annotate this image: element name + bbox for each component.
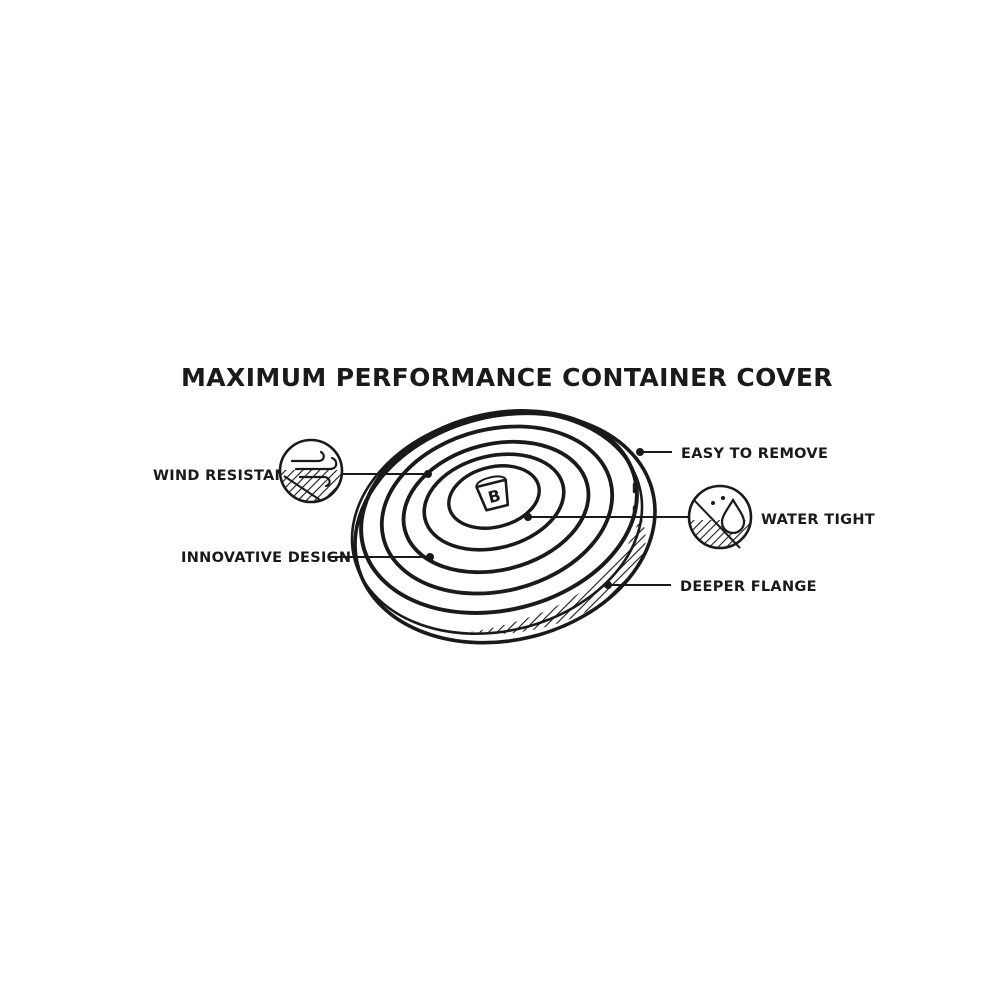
bucket-logo-icon: B	[475, 475, 510, 512]
water-drop-icon	[687, 484, 753, 550]
lid-ring-3	[401, 439, 591, 575]
lid-ring-1	[359, 409, 639, 615]
callout-label-easy-to-remove: EASY TO REMOVE	[681, 446, 828, 462]
diagram-title: MAXIMUM PERFORMANCE CONTAINER COVER	[181, 363, 833, 392]
callout-water-tight: WATER TIGHT	[524, 484, 875, 550]
lid-ring-5	[447, 464, 541, 530]
container-lid	[350, 409, 657, 645]
callout-label-water-tight: WATER TIGHT	[761, 512, 875, 528]
callout-label-innovative-design: INNOVATIVE DESIGN	[181, 550, 351, 566]
callout-wind-resistant: WIND RESISTANT	[153, 438, 432, 504]
callout-label-deeper-flange: DEEPER FLANGE	[680, 579, 817, 595]
svg-text:B: B	[486, 486, 502, 507]
leader-dot-wind-resistant	[424, 470, 432, 478]
callout-deeper-flange: DEEPER FLANGE	[604, 579, 817, 595]
leader-dot-innovative-design	[426, 553, 434, 561]
callout-easy-to-remove: EASY TO REMOVE	[636, 446, 828, 462]
callout-label-wind-resistant: WIND RESISTANT	[153, 468, 297, 484]
callout-innovative-design: INNOVATIVE DESIGN	[181, 550, 434, 566]
flange-hatching	[470, 515, 646, 635]
lid-ring-2	[379, 424, 615, 596]
wind-icon	[278, 438, 344, 504]
flange-edge	[350, 411, 644, 635]
lid-ring-4	[422, 452, 566, 552]
